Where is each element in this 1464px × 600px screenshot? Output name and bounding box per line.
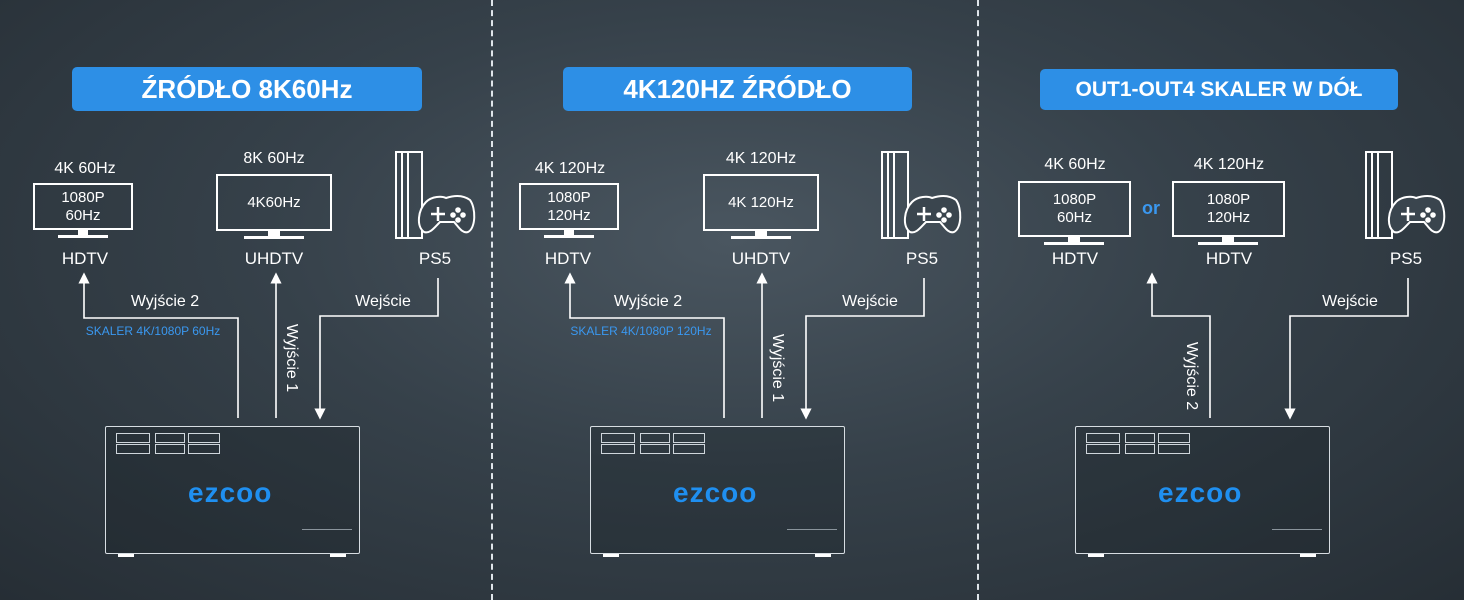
p3-or-label: or — [1142, 198, 1160, 218]
p1-tv2-freq: 8K 60Hz — [243, 150, 305, 167]
p1-tv2-stand — [244, 231, 304, 239]
p3-tv1-name: HDTV — [1051, 249, 1099, 268]
p3-tv2-stand — [1198, 237, 1258, 245]
p3-port-4 — [1125, 444, 1155, 454]
p2-device-foot-right — [815, 554, 831, 557]
p1-port-2 — [116, 444, 150, 454]
p2-tv2-name: UHDTV — [731, 249, 791, 268]
p1-arrow-in — [314, 278, 439, 420]
p3-ps5-console-icon — [1365, 151, 1446, 239]
panel-2-title: 4K120HZ ŹRÓDŁO — [563, 67, 912, 111]
p2-device-model-print — [787, 529, 837, 548]
p2-tv2-screen: 4K 120Hz — [703, 174, 819, 231]
p1-device-model-print — [302, 529, 352, 548]
p2-tv1-name: HDTV — [544, 249, 592, 268]
p2-port-3 — [640, 433, 670, 443]
p2-arrow-in — [800, 278, 925, 420]
p2-tv2-freq: 4K 120Hz — [725, 150, 797, 167]
p1-in-label: Wejście — [355, 293, 411, 310]
p3-port-5 — [1158, 433, 1190, 443]
p1-device-foot-right — [330, 554, 346, 557]
p2-device-foot-left — [603, 554, 619, 557]
panel-divider-2 — [977, 0, 979, 600]
p3-device-model-print — [1272, 529, 1322, 548]
p2-port-6 — [673, 444, 705, 454]
p1-arrow-out2 — [78, 272, 239, 418]
p3-device-foot-right — [1300, 554, 1316, 557]
p1-tv2-screen: 4K60Hz — [216, 174, 332, 231]
p3-in-label: Wejście — [1322, 293, 1378, 310]
p1-tv1-screen: 1080P 60Hz — [33, 183, 133, 230]
p1-tv2-name: UHDTV — [244, 249, 304, 268]
p1-scaler-note: SKALER 4K/1080P 60Hz — [85, 324, 221, 338]
panel-divider-1 — [491, 0, 493, 600]
p2-console-name: PS5 — [905, 249, 939, 268]
p3-tv2-freq: 4K 120Hz — [1193, 156, 1265, 173]
p2-port-4 — [640, 444, 670, 454]
p3-tv1-screen: 1080P 60Hz — [1018, 181, 1131, 237]
p1-brand-logo: ezcoo — [188, 477, 273, 508]
panel-1-title: ŹRÓDŁO 8K60Hz — [72, 67, 422, 111]
p2-port-1 — [601, 433, 635, 443]
p1-splitter-device: ezcoo — [105, 426, 360, 554]
p3-tv2-name: HDTV — [1205, 249, 1253, 268]
p2-port-2 — [601, 444, 635, 454]
p2-brand-logo: ezcoo — [673, 477, 758, 508]
p3-port-6 — [1158, 444, 1190, 454]
p2-splitter-device: ezcoo — [590, 426, 845, 554]
p3-arrow-out — [1146, 272, 1211, 418]
p2-tv2-stand — [731, 231, 791, 239]
p3-console-name: PS5 — [1389, 249, 1423, 268]
p2-tv1-freq: 4K 120Hz — [534, 160, 606, 177]
p2-arrow-out2 — [564, 272, 725, 418]
p1-ps5-console-icon — [395, 151, 476, 239]
p2-port-5 — [673, 433, 705, 443]
p2-tv1-stand — [544, 230, 594, 238]
p1-tv1-freq: 4K 60Hz — [54, 160, 116, 177]
p2-in-label: Wejście — [842, 293, 898, 310]
p2-out-label-1: Wyjście 2 — [613, 293, 683, 310]
panel-3-title: OUT1-OUT4 SKALER W DÓŁ — [1040, 69, 1398, 110]
p2-ps5-console-icon — [881, 151, 962, 239]
p3-port-3 — [1125, 433, 1155, 443]
p1-out-label-1: Wyjście 2 — [130, 293, 200, 310]
p3-tv2-screen: 1080P 120Hz — [1172, 181, 1285, 237]
p3-tv1-stand — [1044, 237, 1104, 245]
p2-tv1-screen: 1080P 120Hz — [519, 183, 619, 230]
p1-port-3 — [155, 433, 185, 443]
p2-scaler-note: SKALER 4K/1080P 120Hz — [570, 324, 712, 338]
p1-device-foot-left — [118, 554, 134, 557]
p3-arrow-in — [1284, 278, 1409, 420]
p3-device-foot-left — [1088, 554, 1104, 557]
p1-tv1-stand — [58, 230, 108, 238]
p1-tv1-name: HDTV — [61, 249, 109, 268]
p1-port-1 — [116, 433, 150, 443]
p3-brand-logo: ezcoo — [1158, 477, 1243, 508]
p3-port-1 — [1086, 433, 1120, 443]
p1-port-5 — [188, 433, 220, 443]
p3-port-2 — [1086, 444, 1120, 454]
p3-tv1-freq: 4K 60Hz — [1044, 156, 1106, 173]
p3-splitter-device: ezcoo — [1075, 426, 1330, 554]
p1-port-6 — [188, 444, 220, 454]
p1-console-name: PS5 — [418, 249, 452, 268]
p1-port-4 — [155, 444, 185, 454]
